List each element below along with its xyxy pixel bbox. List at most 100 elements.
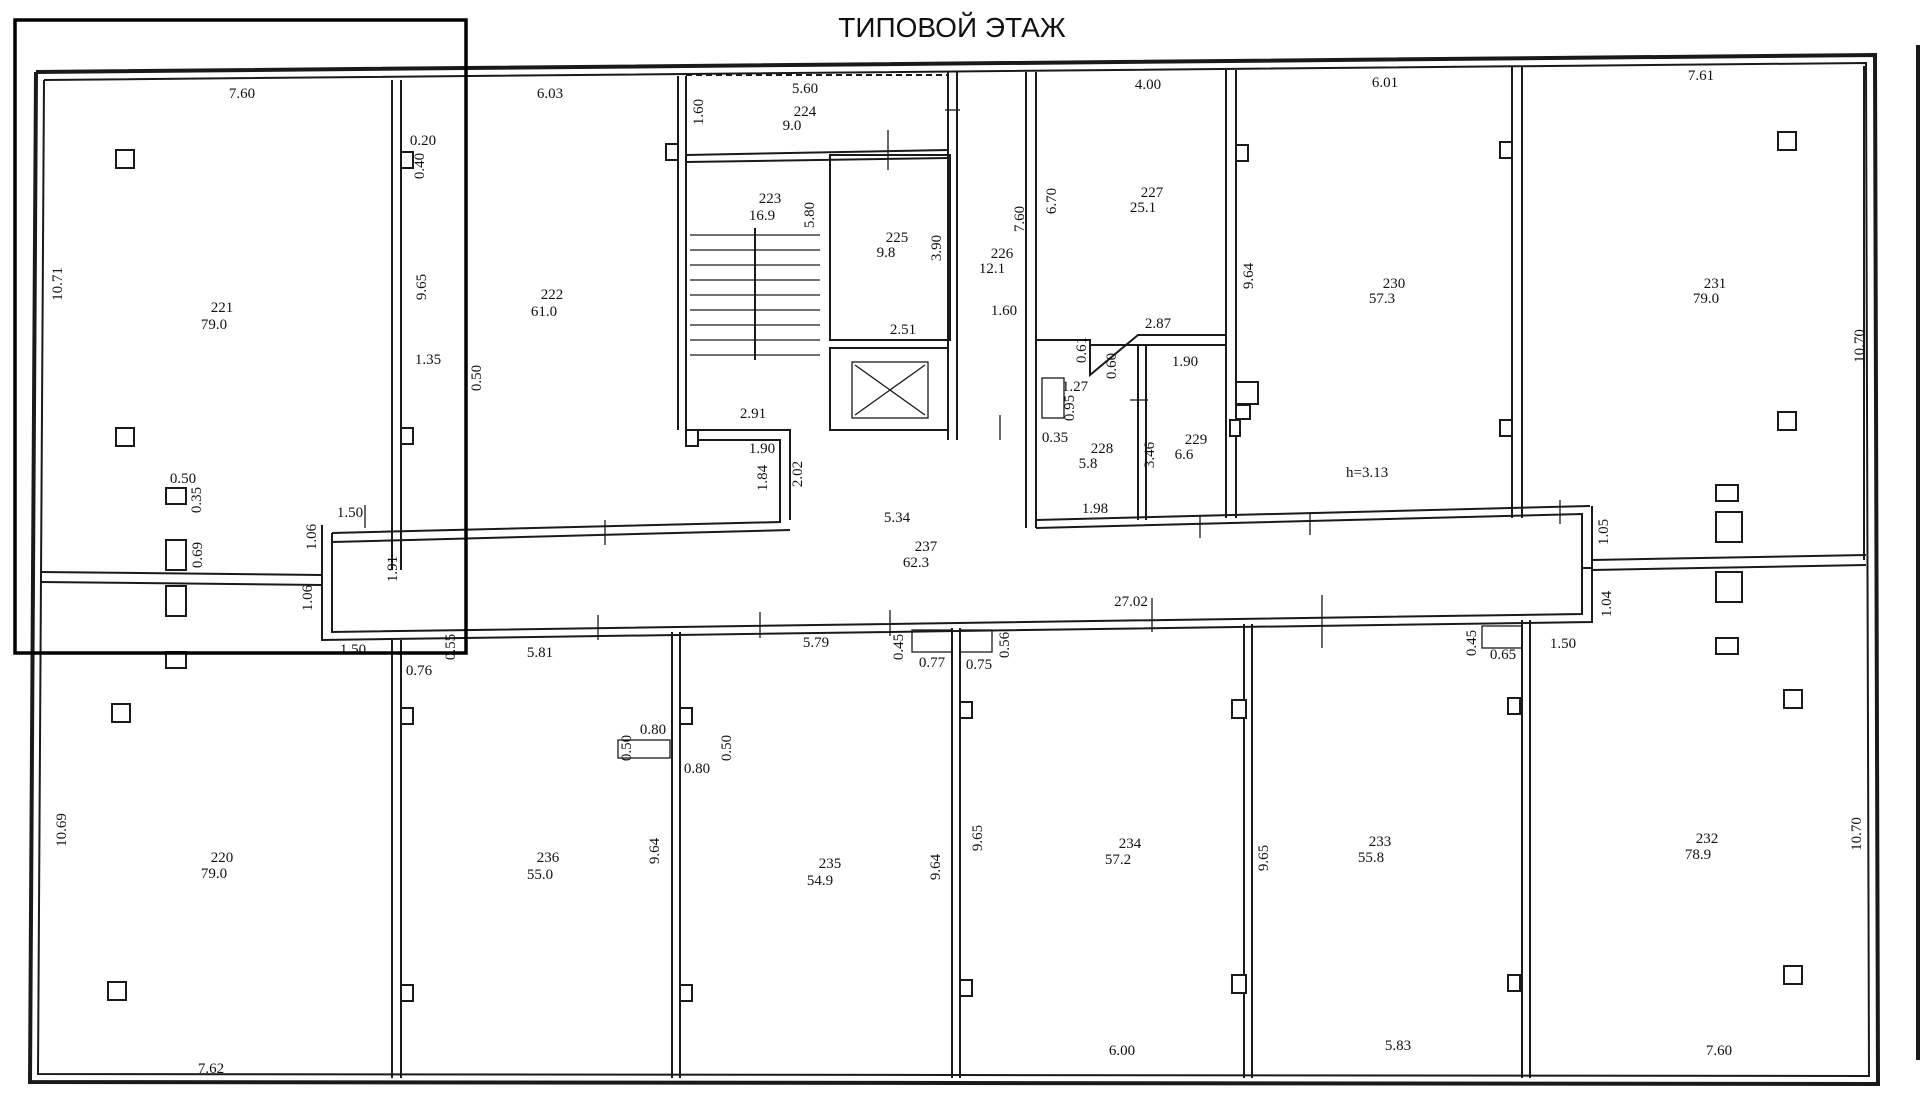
svg-text:222: 222	[541, 287, 564, 303]
svg-text:0.65: 0.65	[1490, 647, 1516, 663]
stair-treads	[690, 228, 820, 360]
svg-text:1.06: 1.06	[300, 584, 316, 611]
svg-text:79.0: 79.0	[201, 317, 227, 333]
svg-text:10.70: 10.70	[1852, 329, 1868, 363]
svg-text:0.40: 0.40	[412, 153, 428, 179]
svg-text:0.80: 0.80	[684, 761, 710, 777]
svg-text:228: 228	[1091, 441, 1114, 457]
plan-title: ТИПОВОЙ ЭТАЖ	[838, 12, 1066, 43]
svg-text:226: 226	[991, 246, 1014, 262]
svg-text:57.3: 57.3	[1369, 291, 1395, 307]
svg-text:2.91: 2.91	[740, 406, 766, 422]
svg-text:0.75: 0.75	[966, 657, 992, 673]
room-220: 220 79.0	[201, 850, 233, 882]
svg-text:0.95: 0.95	[1062, 395, 1078, 421]
svg-text:227: 227	[1141, 185, 1164, 201]
svg-text:0.61: 0.61	[1074, 337, 1090, 363]
svg-text:7.60: 7.60	[1012, 206, 1028, 232]
svg-text:6.01: 6.01	[1372, 75, 1398, 91]
svg-text:1.84: 1.84	[755, 464, 771, 491]
svg-text:230: 230	[1383, 276, 1406, 292]
svg-text:12.1: 12.1	[979, 261, 1005, 277]
svg-text:6.00: 6.00	[1109, 1043, 1135, 1059]
svg-text:1.91: 1.91	[385, 556, 401, 582]
svg-text:1.05: 1.05	[1596, 519, 1612, 545]
svg-text:234: 234	[1119, 836, 1142, 852]
svg-text:236: 236	[537, 850, 560, 866]
room-225: 225 9.8	[877, 230, 909, 261]
room-231: 231 79.0	[1693, 276, 1726, 307]
svg-text:232: 232	[1696, 831, 1719, 847]
svg-text:0.80: 0.80	[640, 722, 666, 738]
svg-text:0.45: 0.45	[1464, 630, 1480, 656]
svg-text:1.50: 1.50	[1550, 636, 1576, 652]
svg-text:5.60: 5.60	[792, 81, 818, 97]
room-232: 232 78.9	[1685, 831, 1718, 863]
room-224: 224 9.0	[783, 104, 817, 134]
svg-text:1.35: 1.35	[415, 352, 441, 368]
svg-text:9.65: 9.65	[970, 825, 986, 851]
svg-text:3.90: 3.90	[929, 235, 945, 261]
svg-text:4.00: 4.00	[1135, 77, 1161, 93]
svg-text:0.55: 0.55	[443, 634, 459, 660]
svg-text:10.70: 10.70	[1849, 817, 1865, 851]
door-ticks	[364, 109, 1561, 648]
svg-text:2.51: 2.51	[890, 322, 916, 338]
svg-text:223: 223	[759, 191, 782, 207]
service-block	[1036, 334, 1226, 520]
svg-text:0.20: 0.20	[410, 133, 436, 149]
svg-text:1.90: 1.90	[1172, 354, 1198, 370]
columns	[107, 131, 1803, 1002]
svg-text:5.79: 5.79	[803, 635, 829, 651]
svg-text:2.87: 2.87	[1145, 316, 1172, 332]
svg-text:5.34: 5.34	[884, 510, 911, 526]
room-227: 227 25.1	[1130, 185, 1164, 216]
svg-text:9.65: 9.65	[414, 274, 430, 300]
svg-text:6.70: 6.70	[1044, 188, 1060, 214]
svg-text:0.50: 0.50	[469, 365, 485, 391]
svg-text:1.27: 1.27	[1062, 379, 1089, 395]
svg-text:1.50: 1.50	[340, 642, 366, 658]
stair-core	[685, 74, 951, 520]
svg-text:0.45: 0.45	[891, 634, 907, 660]
room-237: 237 62.3	[903, 539, 938, 571]
svg-text:27.02: 27.02	[1114, 594, 1148, 610]
svg-text:233: 233	[1369, 834, 1392, 850]
svg-text:7.62: 7.62	[198, 1061, 224, 1077]
svg-text:0.76: 0.76	[406, 663, 433, 679]
svg-text:7.61: 7.61	[1688, 68, 1714, 84]
svg-text:1.90: 1.90	[749, 441, 775, 457]
svg-text:237: 237	[915, 539, 938, 555]
room-222: 222 61.0	[531, 287, 563, 320]
svg-text:57.2: 57.2	[1105, 852, 1131, 868]
room-236: 236 55.0	[527, 850, 560, 883]
svg-text:54.9: 54.9	[807, 873, 833, 889]
svg-text:9.64: 9.64	[1241, 262, 1257, 289]
svg-text:1.60: 1.60	[991, 303, 1017, 319]
svg-text:61.0: 61.0	[531, 304, 557, 320]
svg-text:1.06: 1.06	[304, 523, 320, 550]
svg-text:0.50: 0.50	[170, 471, 196, 487]
svg-text:229: 229	[1185, 432, 1208, 448]
svg-text:79.0: 79.0	[201, 866, 227, 882]
svg-text:25.1: 25.1	[1130, 200, 1156, 216]
svg-text:5.80: 5.80	[802, 202, 818, 228]
svg-text:55.0: 55.0	[527, 867, 553, 883]
room-229: 229 6.6	[1175, 432, 1208, 463]
svg-text:1.04: 1.04	[1599, 590, 1615, 617]
svg-text:1.98: 1.98	[1082, 501, 1108, 517]
svg-text:231: 231	[1704, 276, 1727, 292]
svg-text:7.60: 7.60	[1706, 1043, 1732, 1059]
svg-text:79.0: 79.0	[1693, 291, 1719, 307]
svg-text:0.69: 0.69	[190, 542, 206, 568]
room-labels: 221 79.0 222 61.0 223 16.9 224 9.0 225 9…	[201, 104, 1726, 889]
svg-text:5.8: 5.8	[1079, 456, 1098, 472]
svg-text:6.03: 6.03	[537, 86, 563, 102]
svg-text:0.50: 0.50	[719, 735, 735, 761]
svg-text:9.64: 9.64	[928, 853, 944, 880]
room-223: 223 16.9	[749, 191, 781, 224]
svg-text:9.64: 9.64	[647, 837, 663, 864]
svg-text:0.35: 0.35	[189, 487, 205, 513]
svg-text:1.50: 1.50	[337, 505, 363, 521]
